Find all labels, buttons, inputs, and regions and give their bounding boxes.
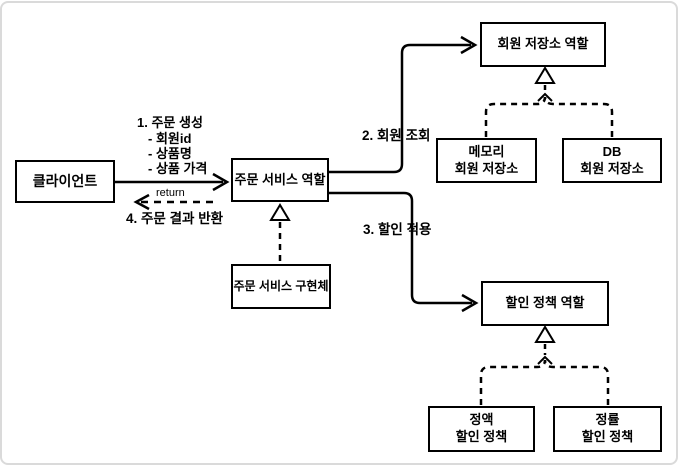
edge-impl-realization xyxy=(269,203,291,263)
db-repo-line1: DB xyxy=(602,143,622,159)
node-discount-policy-role: 할인 정책 역할 xyxy=(481,281,609,326)
fixed-policy-line2: 할인 정책 xyxy=(455,429,508,444)
node-order-service-role-label: 주문 서비스 역할 xyxy=(234,171,326,187)
label-step1-item-product-price: - 상품 가격 xyxy=(148,161,208,176)
node-rate-discount-policy-label: 정률 할인 정책 xyxy=(582,412,633,446)
node-db-member-repo-label: DB 회원 저장소 xyxy=(580,144,643,178)
label-return: return xyxy=(156,187,185,199)
label-step1-title: 1. 주문 생성 xyxy=(137,115,203,130)
label-step2: 2. 회원 조회 xyxy=(362,128,431,143)
memory-repo-line2: 회원 저장소 xyxy=(454,160,519,176)
edge-member-lookup xyxy=(329,35,478,174)
label-step1-item-member-id: - 회원id xyxy=(148,131,192,146)
node-db-member-repo: DB 회원 저장소 xyxy=(562,138,662,183)
node-memory-member-repo-label: 메모리 회원 저장소 xyxy=(455,144,518,178)
edge-return xyxy=(133,193,213,211)
rate-policy-line2: 할인 정책 xyxy=(581,429,634,444)
node-member-repo-role-label: 회원 저장소 역할 xyxy=(497,36,589,52)
node-memory-member-repo: 메모리 회원 저장소 xyxy=(436,138,537,183)
edge-discount-policy-realization xyxy=(479,325,610,405)
node-client-label: 클라이언트 xyxy=(32,173,98,190)
edge-create-order xyxy=(115,172,230,192)
node-order-service-role: 주문 서비스 역할 xyxy=(231,158,329,202)
node-order-service-impl-label: 주문 서비스 구현체 xyxy=(233,278,329,293)
db-repo-line2: 회원 저장소 xyxy=(580,160,644,176)
edge-member-repo-realization xyxy=(484,66,614,137)
fixed-policy-line1: 정액 xyxy=(469,412,494,428)
node-fixed-discount-policy: 정액 할인 정책 xyxy=(428,406,535,452)
label-step3: 3. 할인 적용 xyxy=(363,222,432,237)
node-rate-discount-policy: 정률 할인 정책 xyxy=(553,406,662,452)
label-step1-item-product-name: - 상품명 xyxy=(148,146,192,161)
node-client: 클라이언트 xyxy=(15,160,115,203)
node-fixed-discount-policy-label: 정액 할인 정책 xyxy=(456,412,507,446)
node-discount-policy-role-label: 할인 정책 역할 xyxy=(505,295,585,311)
node-member-repo-role: 회원 저장소 역할 xyxy=(480,22,606,67)
node-order-service-impl: 주문 서비스 구현체 xyxy=(231,264,331,309)
edge-discount-apply xyxy=(329,191,479,313)
rate-policy-line1: 정률 xyxy=(595,412,620,428)
memory-repo-line1: 메모리 xyxy=(468,143,505,159)
label-step4: 4. 주문 결과 반환 xyxy=(126,211,224,226)
